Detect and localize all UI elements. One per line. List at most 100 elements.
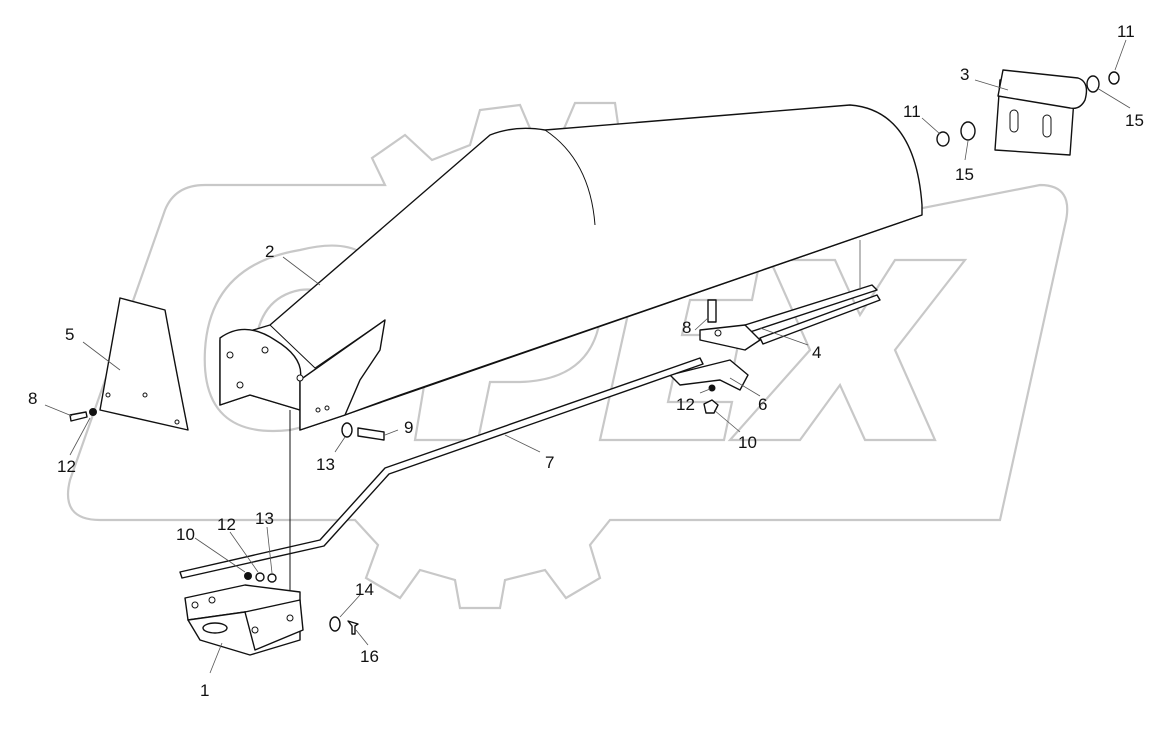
cover-hole [226,351,234,359]
shield-hole [174,419,180,425]
nut-11-right [1108,71,1120,85]
cover-hole [261,346,269,354]
washer-12-base [255,572,265,582]
leader-15b [964,140,969,161]
leader-12a [69,417,91,456]
bolt-9 [357,427,385,441]
leader-14 [339,594,361,618]
callout-7: 7 [545,453,554,472]
watermark-letter-x [727,258,968,442]
callout-4: 4 [812,343,821,362]
cover-hole [296,374,304,382]
cover-hole [324,405,330,411]
leader-15a [1096,87,1131,109]
rod-7 [179,357,704,579]
callout-8a: 8 [28,389,37,408]
base-hole [286,614,294,622]
callout-14: 14 [355,580,374,599]
callout-10b: 10 [738,433,757,452]
callout-3: 3 [960,65,969,84]
leader-3 [974,79,1009,91]
leader-2 [282,256,321,286]
base-hole [191,601,199,609]
part-7-rod [179,357,704,579]
nut-11-left [936,131,950,147]
callout-12b: 12 [217,515,236,534]
part-2-cover [219,104,923,431]
cover-curve-line [544,129,596,226]
cover-hole [236,381,244,389]
washer-14 [329,616,341,632]
washer-13-cover [341,422,353,438]
callout-13a: 13 [316,455,335,474]
nut-10-base [244,572,252,580]
leader-5 [82,341,121,371]
callout-15b: 15 [955,165,974,184]
washer-15-left [960,121,976,141]
shield-hole [105,392,111,398]
leader-6 [729,377,761,397]
leader-13a [334,436,346,453]
leader-4 [759,327,809,346]
bracket-slot [1042,114,1052,138]
leader-10a [194,537,246,573]
leader-1 [209,642,223,674]
callout-1: 1 [200,681,209,700]
pin-16 [347,620,359,635]
callout-16: 16 [360,647,379,666]
leader-8b [694,317,709,331]
nut-10-right [703,399,719,414]
bracket-tube [997,69,1088,110]
washer-13-base [267,573,277,583]
leader-8a [44,404,73,417]
callout-11b: 11 [1117,22,1135,41]
callout-10a: 10 [176,525,195,544]
cover-bottom-line [344,214,923,416]
callout-15a: 15 [1125,111,1144,130]
callout-labels: 1 2 3 4 5 6 7 8 8 9 10 10 11 11 12 12 12… [28,22,1144,700]
cover-hole [315,407,321,413]
rod-4-lower [759,294,881,345]
leader-13b [266,526,273,574]
part-5-shield [69,297,189,431]
callout-6: 6 [758,395,767,414]
callout-13b: 13 [255,509,274,528]
leader-9 [384,429,399,436]
leader-7 [504,434,541,453]
fasteners-cover [341,422,385,441]
washer-12-left [89,408,97,416]
callout-12c: 12 [676,395,695,414]
callout-12a: 12 [57,457,76,476]
callout-2: 2 [265,242,274,261]
leader-12b [229,531,259,573]
base-hole [251,626,259,634]
part-3-bracket [936,69,1120,156]
leader-16 [355,629,369,646]
watermark-gear-outline [66,101,1069,610]
part-6-bracket [669,359,749,414]
cover-side-plate [299,319,386,431]
bolt-8-left [69,411,88,422]
part-4-rod [699,284,881,351]
shield-plate [99,297,189,431]
callout-9: 9 [404,418,413,437]
base-side [244,599,304,651]
leader-11a [921,117,941,135]
callout-5: 5 [65,325,74,344]
bolt-8-right [707,299,717,323]
cover-body [219,104,923,431]
callout-8b: 8 [682,318,691,337]
shield-hole [142,392,148,398]
bracket-4-hole [714,329,722,337]
leader-12c [699,388,711,394]
washer-12-right [708,384,716,392]
part-1-base [184,410,359,656]
bracket-6-plate [669,359,749,391]
bracket-slot [1009,109,1019,133]
leader-10b [713,409,741,433]
leader-lines [44,39,1131,674]
base-slot [202,622,228,634]
leader-11b [1114,39,1127,71]
callout-11a: 11 [903,102,921,121]
